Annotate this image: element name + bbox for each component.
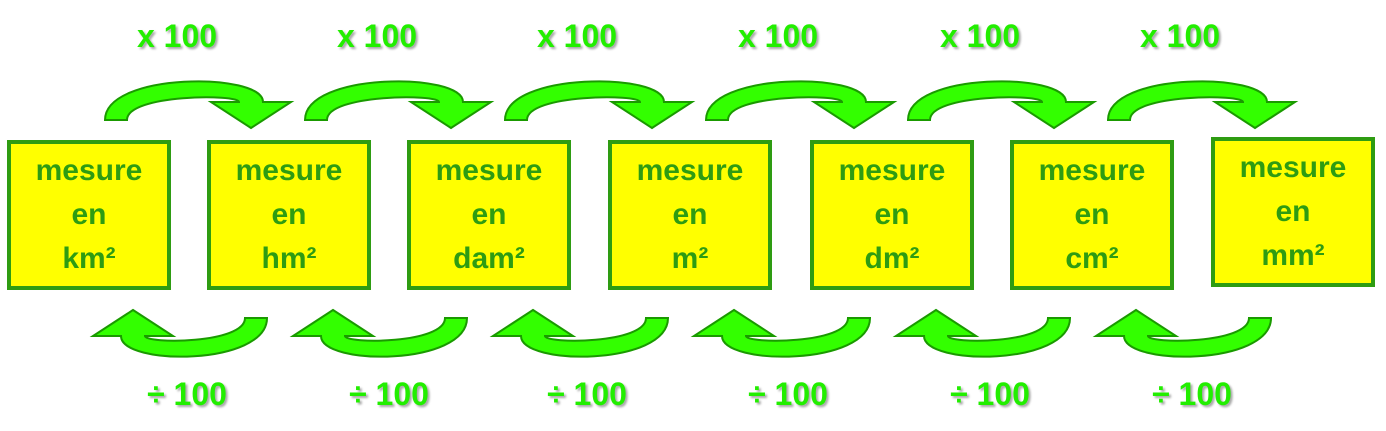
divide-arrow <box>690 308 872 358</box>
unit-box-line1: mesure <box>235 154 343 187</box>
unit-box-mm2: mesure en mm² <box>1211 137 1375 287</box>
unit-box-unit: km² <box>62 242 116 275</box>
unit-box-m2: mesure en m² <box>608 140 772 290</box>
divide-label: ÷ 100 <box>147 376 227 412</box>
unit-box-line2: en <box>271 198 307 231</box>
unit-box-unit: mm² <box>1261 239 1325 272</box>
multiply-arrow <box>303 80 495 130</box>
unit-box-line2: en <box>672 198 708 231</box>
unit-box-line2: en <box>874 198 910 231</box>
divide-arrow <box>892 308 1072 358</box>
divide-label: ÷ 100 <box>950 376 1030 412</box>
unit-box-line2: en <box>71 198 107 231</box>
divide-label: ÷ 100 <box>349 376 429 412</box>
unit-box-line2: en <box>1074 198 1110 231</box>
multiply-label: x 100 <box>1139 18 1221 54</box>
multiply-label: x 100 <box>136 18 218 54</box>
multiply-label: x 100 <box>939 18 1021 54</box>
unit-box-unit: dm² <box>864 242 920 275</box>
unit-box-line1: mesure <box>435 154 543 187</box>
divide-arrow <box>289 308 469 358</box>
unit-box-cm2: mesure en cm² <box>1010 140 1174 290</box>
divide-arrow <box>1092 308 1273 358</box>
divide-arrow <box>489 308 670 358</box>
divide-label: ÷ 100 <box>1152 376 1232 412</box>
unit-box-hm2: mesure en hm² <box>207 140 371 290</box>
multiply-arrow <box>103 80 295 130</box>
multiply-label: x 100 <box>536 18 618 54</box>
unit-box-unit: hm² <box>261 242 317 275</box>
unit-box-line1: mesure <box>1038 154 1146 187</box>
unit-box-unit: cm² <box>1065 242 1119 275</box>
multiply-label: x 100 <box>336 18 418 54</box>
multiply-arrow <box>1106 80 1299 130</box>
divide-label: ÷ 100 <box>547 376 627 412</box>
unit-box-km2: mesure en km² <box>7 140 171 290</box>
unit-box-dam2: mesure en dam² <box>407 140 571 290</box>
unit-box-line2: en <box>471 198 507 231</box>
multiply-label: x 100 <box>737 18 819 54</box>
multiply-arrow <box>906 80 1098 130</box>
unit-box-line1: mesure <box>636 154 744 187</box>
unit-box-line1: mesure <box>1239 151 1347 184</box>
divide-arrow <box>89 308 269 358</box>
unit-box-dm2: mesure en dm² <box>810 140 974 290</box>
unit-box-line1: mesure <box>838 154 946 187</box>
multiply-arrow <box>704 80 898 130</box>
unit-box-unit: m² <box>671 242 709 275</box>
divide-label: ÷ 100 <box>748 376 828 412</box>
unit-box-unit: dam² <box>453 242 525 275</box>
multiply-arrow <box>503 80 696 130</box>
unit-box-line1: mesure <box>35 154 143 187</box>
unit-box-line2: en <box>1275 195 1311 228</box>
